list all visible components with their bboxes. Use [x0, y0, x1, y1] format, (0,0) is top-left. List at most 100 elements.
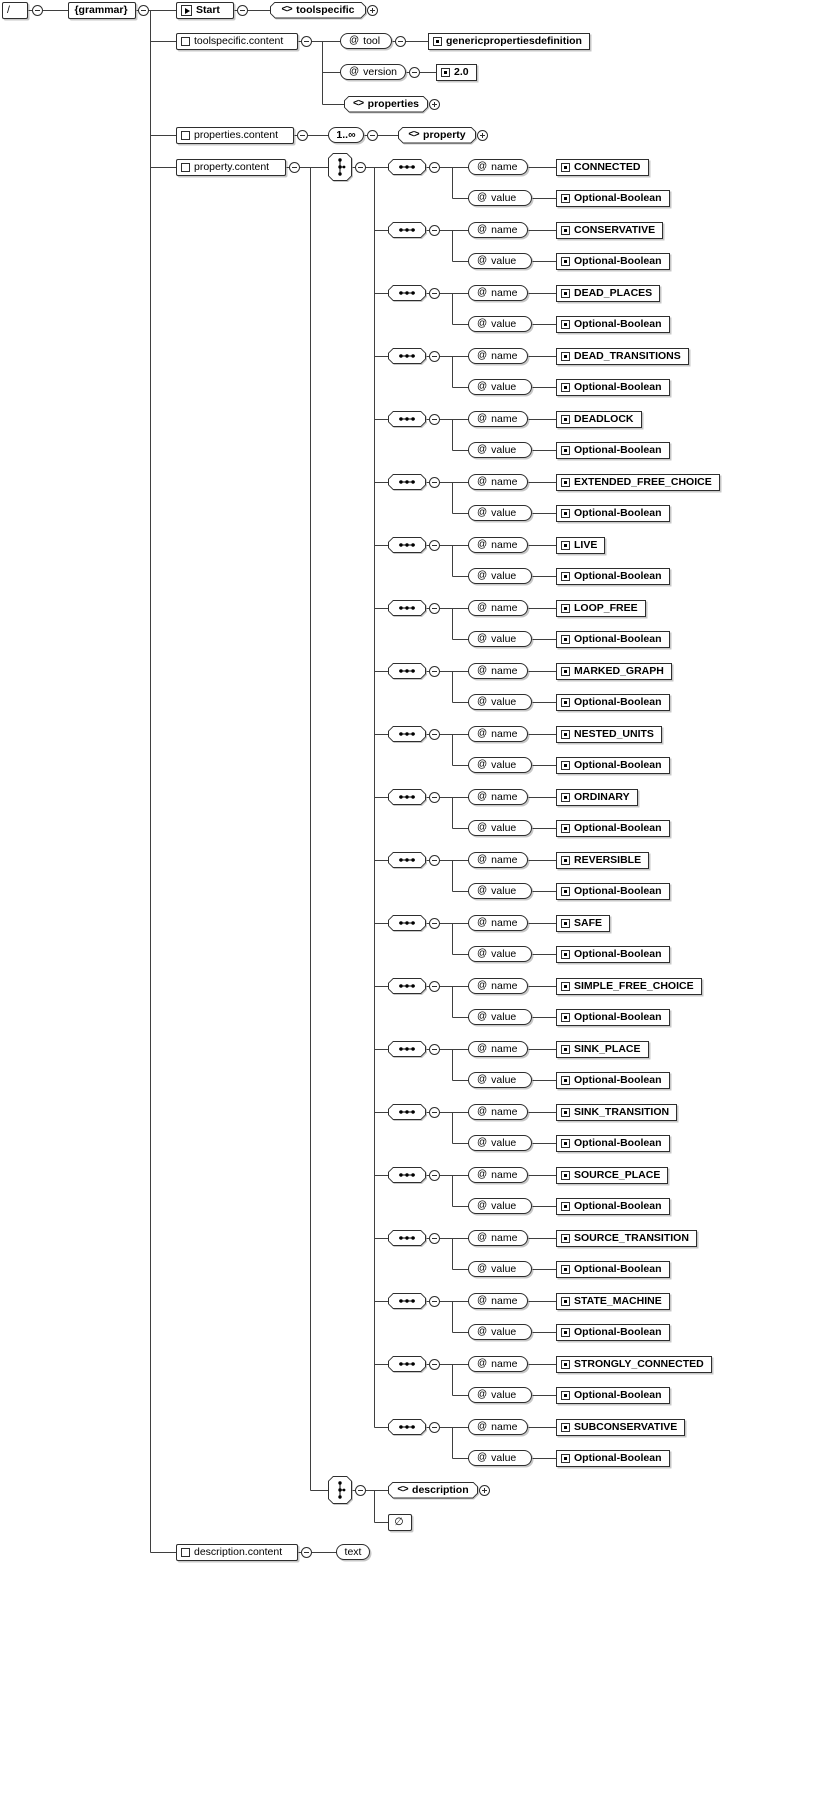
property-name-value[interactable]: LOOP_FREE [556, 599, 646, 617]
value-attribute[interactable]: @value [468, 1009, 532, 1025]
collapse-toggle[interactable] [428, 476, 440, 488]
sequence-node[interactable] [388, 663, 426, 679]
property-name-value[interactable]: ORDINARY [556, 788, 638, 806]
value-attribute[interactable]: @value [468, 631, 532, 647]
collapse-toggle[interactable] [428, 1043, 440, 1055]
collapse-toggle[interactable] [137, 4, 149, 16]
property-value-type[interactable]: Optional-Boolean [556, 882, 670, 900]
expand-toggle[interactable] [428, 98, 440, 110]
toolspecific-content-definition[interactable]: toolspecific.content [176, 32, 298, 50]
name-attribute[interactable]: @name [468, 285, 528, 301]
tool-value[interactable]: genericpropertiesdefinition [428, 32, 590, 50]
collapse-toggle[interactable] [428, 1358, 440, 1370]
value-attribute[interactable]: @value [468, 1261, 532, 1277]
property-name-value[interactable]: NESTED_UNITS [556, 725, 662, 743]
collapse-toggle[interactable] [354, 1484, 366, 1496]
collapse-toggle[interactable] [300, 35, 312, 47]
name-attribute[interactable]: @name [468, 159, 528, 175]
collapse-toggle[interactable] [428, 980, 440, 992]
value-attribute[interactable]: @value [468, 253, 532, 269]
sequence-node[interactable] [388, 726, 426, 742]
property-value-type[interactable]: Optional-Boolean [556, 567, 670, 585]
collapse-toggle[interactable] [428, 539, 440, 551]
occurrence-node[interactable]: 1..∞ [328, 127, 364, 143]
property-name-value[interactable]: SOURCE_TRANSITION [556, 1229, 697, 1247]
sequence-node[interactable] [388, 600, 426, 616]
value-attribute[interactable]: @value [468, 1450, 532, 1466]
name-attribute[interactable]: @name [468, 600, 528, 616]
name-attribute[interactable]: @name [468, 1041, 528, 1057]
collapse-toggle[interactable] [300, 1546, 312, 1558]
collapse-toggle[interactable] [428, 1106, 440, 1118]
start-definition[interactable]: Start [176, 1, 234, 19]
collapse-toggle[interactable] [428, 1232, 440, 1244]
property-value-type[interactable]: Optional-Boolean [556, 504, 670, 522]
sequence-node[interactable] [388, 222, 426, 238]
tool-attribute[interactable]: @tool [340, 33, 392, 49]
collapse-toggle[interactable] [428, 287, 440, 299]
collapse-toggle[interactable] [428, 854, 440, 866]
collapse-toggle[interactable] [394, 35, 406, 47]
value-attribute[interactable]: @value [468, 946, 532, 962]
name-attribute[interactable]: @name [468, 1419, 528, 1435]
name-attribute[interactable]: @name [468, 222, 528, 238]
property-value-type[interactable]: Optional-Boolean [556, 441, 670, 459]
property-value-type[interactable]: Optional-Boolean [556, 1260, 670, 1278]
property-name-value[interactable]: CONSERVATIVE [556, 221, 664, 239]
value-attribute[interactable]: @value [468, 1072, 532, 1088]
value-attribute[interactable]: @value [468, 757, 532, 773]
property-value-type[interactable]: Optional-Boolean [556, 252, 670, 270]
name-attribute[interactable]: @name [468, 726, 528, 742]
sequence-node[interactable] [388, 537, 426, 553]
property-value-type[interactable]: Optional-Boolean [556, 945, 670, 963]
property-value-type[interactable]: Optional-Boolean [556, 378, 670, 396]
value-attribute[interactable]: @value [468, 190, 532, 206]
collapse-toggle[interactable] [428, 413, 440, 425]
property-name-value[interactable]: MARKED_GRAPH [556, 662, 672, 680]
property-name-value[interactable]: SOURCE_PLACE [556, 1166, 669, 1184]
collapse-toggle[interactable] [288, 161, 300, 173]
collapse-toggle[interactable] [428, 791, 440, 803]
sequence-node[interactable] [388, 1230, 426, 1246]
sequence-node[interactable] [388, 159, 426, 175]
property-value-type[interactable]: Optional-Boolean [556, 693, 670, 711]
expand-toggle[interactable] [476, 129, 488, 141]
sequence-node[interactable] [388, 1293, 426, 1309]
collapse-toggle[interactable] [296, 129, 308, 141]
property-value-type[interactable]: Optional-Boolean [556, 1449, 670, 1467]
property-value-type[interactable]: Optional-Boolean [556, 1197, 670, 1215]
name-attribute[interactable]: @name [468, 663, 528, 679]
property-name-value[interactable]: SAFE [556, 914, 611, 932]
property-value-type[interactable]: Optional-Boolean [556, 756, 670, 774]
expand-toggle[interactable] [366, 4, 378, 16]
sequence-node[interactable] [388, 915, 426, 931]
collapse-toggle[interactable] [428, 917, 440, 929]
grammar-node[interactable]: {grammar} [68, 1, 136, 19]
collapse-toggle[interactable] [428, 665, 440, 677]
value-attribute[interactable]: @value [468, 1324, 532, 1340]
value-attribute[interactable]: @value [468, 883, 532, 899]
collapse-toggle[interactable] [408, 66, 420, 78]
property-name-value[interactable]: SIMPLE_FREE_CHOICE [556, 977, 702, 995]
sequence-node[interactable] [388, 1167, 426, 1183]
collapse-toggle[interactable] [366, 129, 378, 141]
name-attribute[interactable]: @name [468, 789, 528, 805]
name-attribute[interactable]: @name [468, 348, 528, 364]
choice-node[interactable] [328, 1476, 352, 1504]
empty-content-node[interactable]: ∅ [388, 1513, 412, 1531]
value-attribute[interactable]: @value [468, 1135, 532, 1151]
property-name-value[interactable]: STATE_MACHINE [556, 1292, 670, 1310]
property-name-value[interactable]: CONNECTED [556, 158, 649, 176]
collapse-toggle[interactable] [428, 1295, 440, 1307]
properties-content-definition[interactable]: properties.content [176, 126, 294, 144]
collapse-toggle[interactable] [236, 4, 248, 16]
name-attribute[interactable]: @name [468, 978, 528, 994]
property-value-type[interactable]: Optional-Boolean [556, 630, 670, 648]
collapse-toggle[interactable] [31, 4, 43, 16]
description-content-definition[interactable]: description.content [176, 1543, 298, 1561]
version-attribute[interactable]: @version [340, 64, 406, 80]
property-name-value[interactable]: DEADLOCK [556, 410, 642, 428]
sequence-node[interactable] [388, 348, 426, 364]
text-node[interactable]: text [336, 1544, 370, 1560]
name-attribute[interactable]: @name [468, 915, 528, 931]
